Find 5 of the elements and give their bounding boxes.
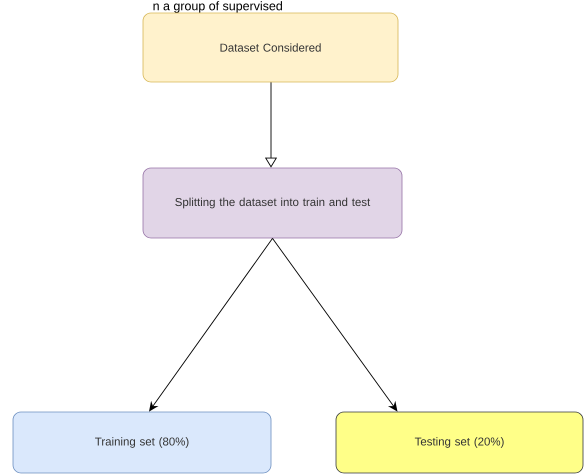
process-box: Dataset Considered <box>142 12 398 82</box>
page-text: n a group of supervised <box>153 1 282 13</box>
process-box: Testing set (20%) <box>336 412 584 474</box>
process-box: Splitting the dataset into train and test <box>142 168 402 238</box>
process-box: Training set (80%) <box>12 412 272 474</box>
